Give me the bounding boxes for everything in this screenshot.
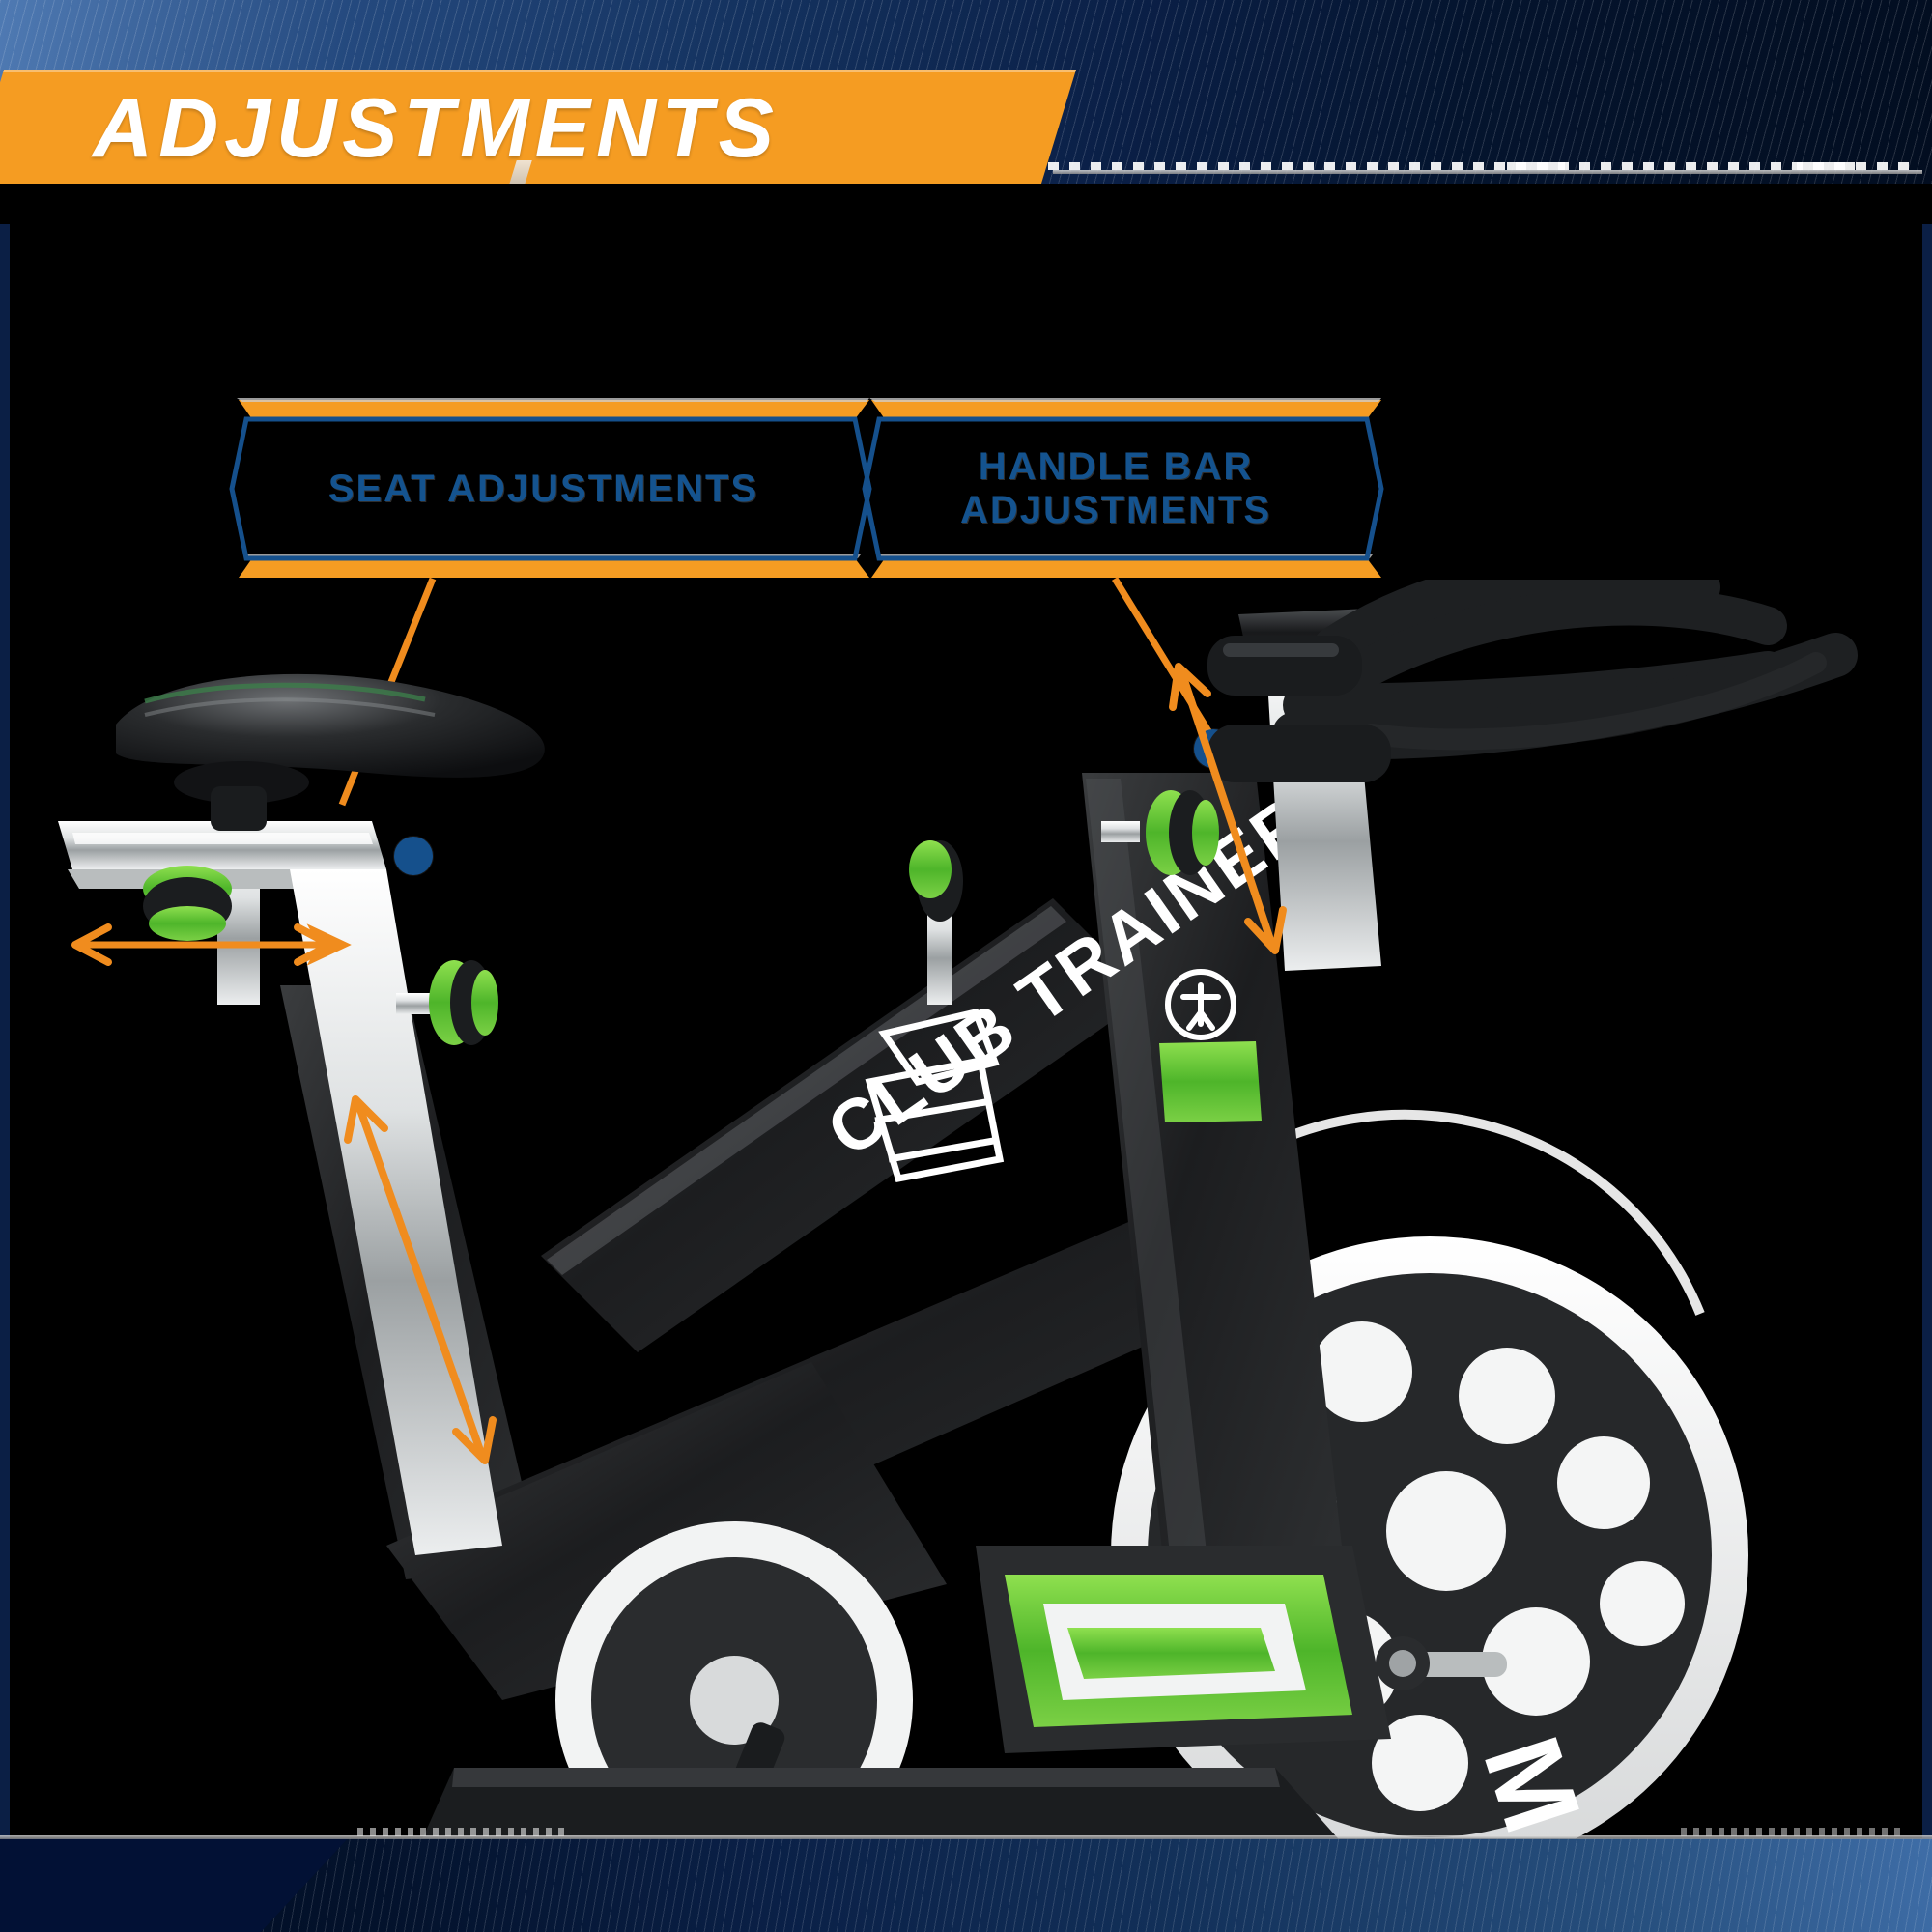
handlebar-fore-aft-knob (1101, 790, 1219, 875)
header-silver-underline (1053, 170, 1922, 174)
handlebars (1272, 580, 1858, 760)
dimension-arrow-seat-fore-aft (71, 923, 352, 966)
footer-dotted-rule-right (1681, 1828, 1903, 1836)
handlebar-armrest-pads (1208, 636, 1391, 782)
callout-handlebar-frame (862, 398, 1384, 578)
head-tube-green-accent (1159, 1041, 1262, 1122)
header-dotted-rule (1048, 162, 1918, 170)
chain-guard (976, 1546, 1391, 1753)
base-stabilizer (415, 1768, 1352, 1855)
page-title: ADJUSTMENTS (93, 82, 781, 175)
dimension-arrow-handlebar-height (1169, 663, 1287, 954)
seat-fore-aft-knob (396, 960, 498, 1045)
bike-seat (116, 673, 545, 831)
exercise-bike-illustration: MARCY CLUB TRAINER (58, 580, 1858, 1855)
callout-bottom-accent-bar (871, 558, 1381, 578)
footer-silver-rule (0, 1835, 1932, 1839)
frame-edge-left (0, 0, 10, 1932)
header-bottom-mask (0, 184, 1932, 224)
seat-post-assembly (58, 821, 502, 1555)
dimension-arrow-seat-height (344, 1095, 497, 1464)
header-dotted-rule-secondary (1507, 162, 1922, 170)
water-bottle-cage (865, 1008, 1005, 1183)
callout-seat-frame (229, 398, 872, 578)
callout-handlebar-adjustments: HANDLE BAR ADJUSTMENTS (850, 398, 1384, 580)
marcy-figure-icon (1165, 969, 1236, 1040)
callout-hex-outline (229, 416, 872, 561)
callout-top-accent-bar (239, 400, 869, 419)
callout-top-accent-bar (871, 400, 1381, 419)
callout-bottom-accent-bar (239, 558, 869, 578)
frame-edge-right (1922, 0, 1932, 1932)
leader-dot-seat (394, 837, 433, 875)
handlebar-height-knob (909, 840, 963, 1005)
page-header: ADJUSTMENTS (0, 0, 1932, 224)
resistance-lever (1376, 1636, 1507, 1690)
footer-dotted-rule-left (357, 1828, 570, 1836)
page-footer (0, 1818, 1932, 1932)
seat-height-knob (143, 866, 232, 941)
callout-seat-adjustments: SEAT ADJUSTMENTS (217, 398, 872, 580)
callout-hex-outline (862, 416, 1384, 561)
